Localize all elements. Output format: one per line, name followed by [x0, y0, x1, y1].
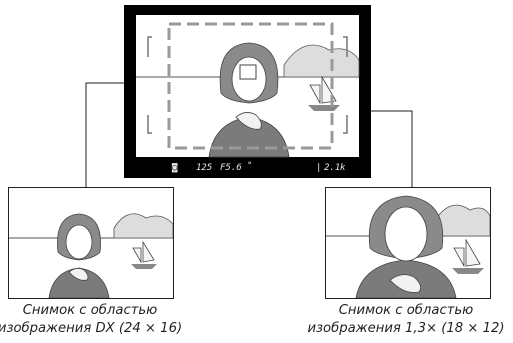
- remaining-count: 2.1: [324, 163, 341, 173]
- caption-dx-line2: изображения DX (24 × 16): [0, 321, 183, 336]
- caption-1-3x-line1: Снимок с областью: [338, 303, 474, 318]
- crop-area-frame: [167, 22, 334, 150]
- aperture-dot: °: [247, 161, 253, 171]
- photo-dx: [8, 187, 174, 299]
- sailboat-icon: [131, 240, 157, 269]
- viewfinder: ◙ 125 F5.6 ° | 2.1 k: [124, 5, 371, 178]
- viewfinder-scene: [136, 15, 360, 158]
- portrait-figure: [48, 213, 110, 298]
- sailboat-icon: [452, 238, 484, 274]
- remaining-unit: k: [340, 163, 346, 173]
- connector-left: [85, 82, 140, 187]
- aperture: F5.6: [220, 163, 242, 173]
- caption-1-3x-line2: изображения 1,3× (18 × 12): [307, 321, 505, 336]
- shutter-speed: 125: [196, 163, 213, 173]
- af-brackets: [147, 36, 348, 134]
- portrait-figure: [355, 195, 457, 298]
- photo-1-3x: [325, 187, 491, 299]
- caption-dx: Снимок с областью изображения DX (24 × 1…: [0, 302, 210, 338]
- caption-dx-line1: Снимок с областью: [22, 303, 158, 318]
- focus-point: [239, 64, 257, 80]
- metering-icon: ◙: [172, 163, 178, 173]
- caption-1-3x: Снимок с областью изображения 1,3× (18 ×…: [286, 302, 513, 338]
- remaining-bar: |: [316, 163, 322, 173]
